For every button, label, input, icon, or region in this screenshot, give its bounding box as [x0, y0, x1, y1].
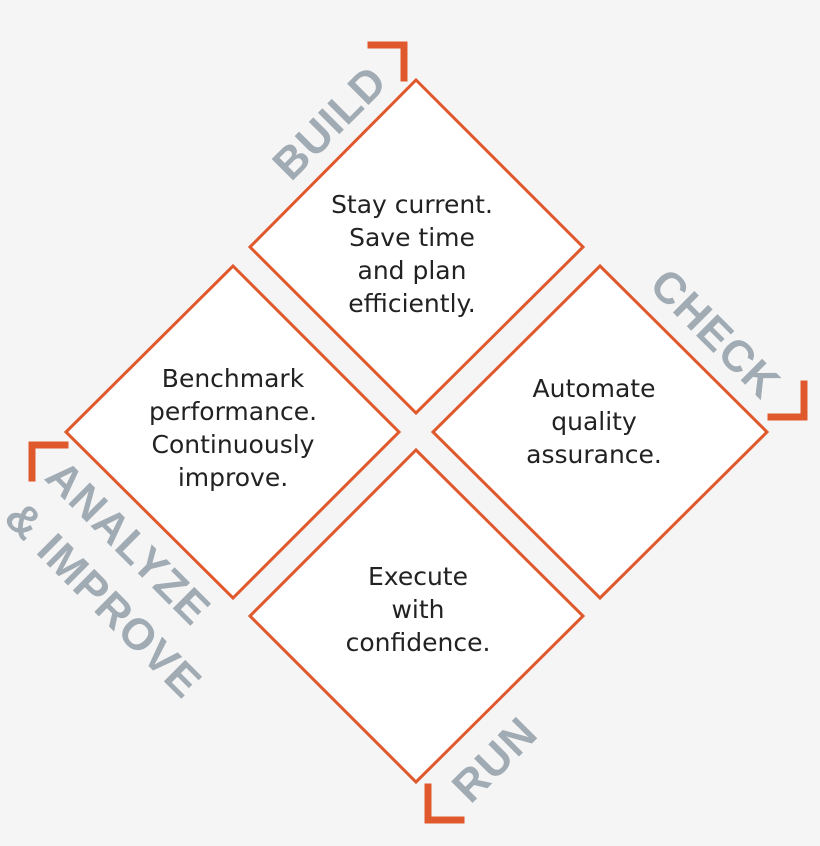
diamond-run-text: Execute with confidence.: [346, 562, 491, 657]
run-text-line: Execute: [368, 562, 468, 591]
check-text-line: Automate: [533, 374, 656, 403]
analyze-chevron-icon: [28, 441, 69, 482]
analyze-text-line: improve.: [178, 463, 288, 492]
diamond-analyze: [63, 263, 402, 601]
diamond-build-text: Stay current. Save time and plan efficie…: [331, 190, 493, 318]
check-text-line: quality: [551, 407, 637, 436]
diamond-check-text: Automate quality assurance.: [526, 374, 662, 469]
analyze-text-line: performance.: [149, 397, 317, 426]
build-text-line: efficiently.: [348, 289, 475, 318]
run-text-line: confidence.: [346, 628, 491, 657]
diamond-build: [247, 77, 586, 416]
check-chevron-icon: [767, 380, 808, 421]
run-text-line: with: [391, 595, 444, 624]
analyze-text-line: Benchmark: [162, 364, 305, 393]
diamond-analyze-text: Benchmark performance. Continuously impr…: [149, 364, 317, 492]
diamond-run: [247, 447, 586, 785]
build-text-line: Stay current.: [331, 190, 493, 219]
build-text-line: and plan: [358, 256, 467, 285]
build-text-line: Save time: [349, 223, 475, 252]
analyze-text-line: Continuously: [152, 430, 315, 459]
build-chevron-icon: [367, 41, 408, 82]
check-text-line: assurance.: [526, 440, 662, 469]
run-chevron-icon: [424, 783, 465, 824]
diamond-check: [430, 263, 770, 601]
